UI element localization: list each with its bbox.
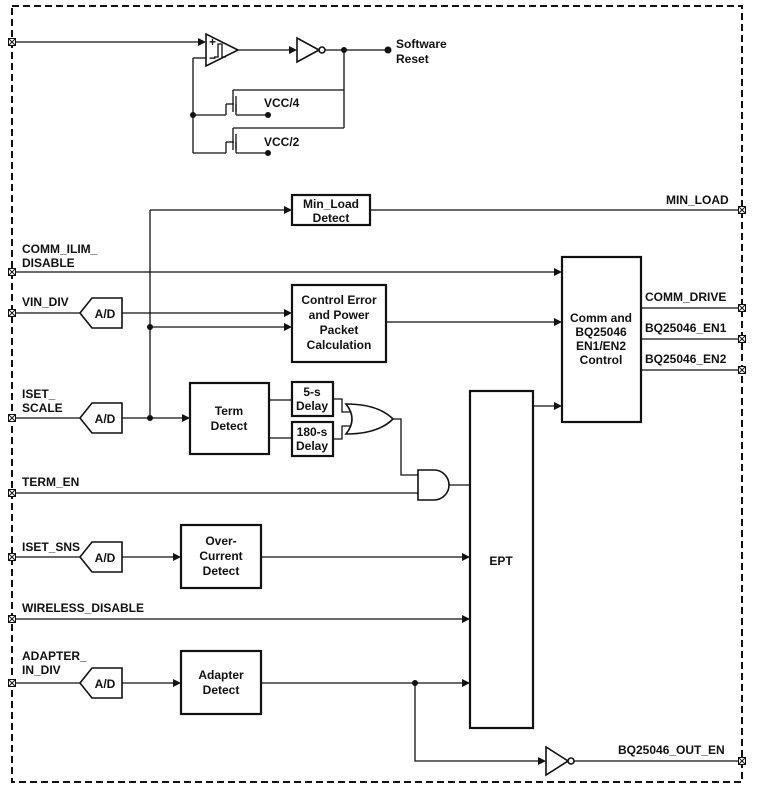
- pin-iset-sns-label: ISET_SNS: [22, 540, 80, 554]
- min-load-detect-text-2: Detect: [313, 211, 350, 225]
- pin-ac-detect-marker: [8, 38, 16, 46]
- ept-text: EPT: [489, 554, 513, 568]
- pin-vin-div-marker: [8, 309, 16, 317]
- control-error-text-3: Packet: [320, 323, 359, 337]
- comm-control-text: Comm and: [570, 311, 632, 325]
- pin-comm-ilim-label: COMM_ILIM_: [22, 242, 98, 256]
- iset-sns-adc-text: A/D: [95, 551, 116, 565]
- vcc2-label: VCC/2: [264, 135, 300, 149]
- pin-bq-en2-label: BQ25046_EN2: [645, 352, 727, 366]
- control-error-text: Control Error: [301, 293, 377, 307]
- pin-markers: [8, 38, 746, 765]
- term-detect-text-2: Detect: [211, 419, 248, 433]
- and-gate: [417, 469, 450, 501]
- vin-div-section: VIN_DIV A/D Control Error and Power Pack…: [12, 283, 562, 364]
- adapter-detect-text: Adapter: [198, 668, 244, 682]
- chip-boundary: [11, 5, 743, 783]
- delay-180s-text-2: Delay: [296, 439, 328, 453]
- out-en-inverter: [545, 745, 570, 777]
- switch-vcc2: VCC/2: [193, 127, 344, 156]
- pin-comm-ilim-marker: [8, 268, 16, 276]
- vcc4-label: VCC/4: [264, 96, 300, 110]
- pin-min-load-marker: [738, 206, 746, 214]
- pin-term-en-label: TERM_EN: [22, 475, 79, 489]
- pin-term-en-marker: [8, 489, 16, 497]
- software-reset-label: Software: [396, 37, 447, 51]
- pin-bq-out-en-label: BQ25046_OUT_EN: [618, 743, 725, 757]
- pin-comm-drive-label: COMM_DRIVE: [645, 290, 726, 304]
- pin-iset-scale-label-2: SCALE: [22, 401, 63, 415]
- comm-control-section: Comm and BQ25046 EN1/EN2 Control COMM_DR…: [560, 255, 742, 424]
- vin-div-adc-text: A/D: [95, 307, 116, 321]
- pin-iset-sns-marker: [8, 553, 16, 561]
- iset-sns-section: ISET_SNS A/D Over- Current Detect: [12, 523, 470, 590]
- over-current-text-3: Detect: [203, 564, 240, 578]
- pin-comm-ilim-label-2: DISABLE: [22, 256, 75, 270]
- pin-iset-scale-label: ISET_: [22, 387, 56, 401]
- delay-5s-block: [290, 380, 335, 418]
- control-error-block: [290, 283, 388, 364]
- adapter-section: ADAPTER_ IN_DIV A/D Adapter Detect BQ250…: [12, 649, 742, 777]
- control-error-text-4: Calculation: [307, 338, 372, 352]
- ept-section: EPT: [468, 389, 562, 730]
- term-detect-text: Term: [215, 404, 243, 418]
- over-current-text: Over-: [205, 534, 236, 548]
- iset-scale-section: ISET_ SCALE A/D Term Detect 5-s Delay 18…: [12, 380, 470, 501]
- delay-180s-block: [290, 420, 335, 458]
- comparator-plus: +: [209, 35, 216, 49]
- wireless-disable-section: WIRELESS_DISABLE: [12, 601, 470, 623]
- switch-vcc4: VCC/4: [193, 89, 344, 118]
- pin-vin-div-label: VIN_DIV: [22, 295, 69, 309]
- comm-control-text-2: BQ25046: [575, 325, 627, 339]
- min-load-section: Min_Load Detect MIN_LOAD: [149, 193, 742, 418]
- adapter-adc-text: A/D: [95, 677, 116, 691]
- comparator-minus: −: [209, 51, 216, 65]
- delay-5s-text: 5-s: [303, 385, 321, 399]
- pin-iset-scale-marker: [8, 414, 16, 422]
- or-gate: [344, 403, 395, 435]
- over-current-text-2: Current: [199, 549, 242, 563]
- over-current-block: [179, 523, 263, 590]
- hysteresis-symbol: [214, 43, 226, 58]
- pin-wireless-disable-marker: [8, 615, 16, 623]
- ept-block: [468, 389, 535, 730]
- pin-bq-en2-marker: [738, 366, 746, 374]
- pin-comm-drive-marker: [738, 304, 746, 312]
- pin-bq-en1-marker: [738, 335, 746, 343]
- inverter-buffer: [296, 36, 321, 64]
- comm-ilim-section: COMM_ILIM_ DISABLE: [12, 242, 562, 276]
- pin-bq-out-en-marker: [738, 757, 746, 765]
- term-detect-block: [188, 381, 271, 456]
- ac-detect-section: + − Software Reset VCC/4: [12, 32, 447, 156]
- adapter-detect-text-2: Detect: [203, 683, 240, 697]
- pin-adapter-marker: [8, 679, 16, 687]
- pin-adapter-label: ADAPTER_: [22, 649, 87, 663]
- comm-control-text-4: Control: [580, 353, 623, 367]
- comm-control-text-3: EN1/EN2: [576, 339, 626, 353]
- term-en-section: TERM_EN: [12, 475, 418, 494]
- pin-adapter-label-2: IN_DIV: [22, 663, 61, 677]
- pin-min-load-label: MIN_LOAD: [666, 193, 729, 207]
- pin-bq-en1-label: BQ25046_EN1: [645, 321, 727, 335]
- min-load-detect-text: Min_Load: [303, 197, 359, 211]
- min-load-detect-block: [290, 193, 372, 227]
- delay-5s-text-2: Delay: [296, 399, 328, 413]
- iset-scale-adc-text: A/D: [95, 412, 116, 426]
- delay-180s-text: 180-s: [297, 425, 328, 439]
- software-reset-label-2: Reset: [396, 52, 429, 66]
- pin-wireless-disable-label: WIRELESS_DISABLE: [22, 601, 144, 615]
- control-error-text-2: and Power: [309, 308, 370, 322]
